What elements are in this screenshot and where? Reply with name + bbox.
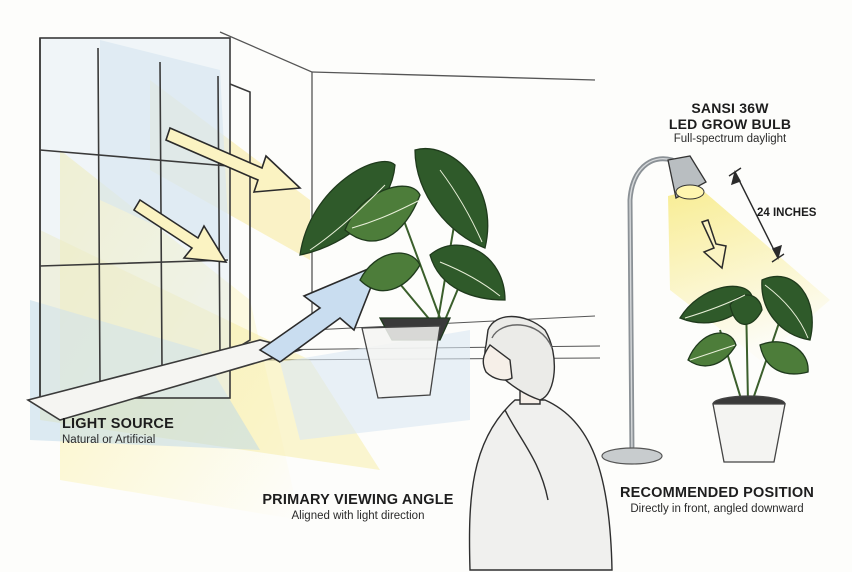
plant-icon [679, 275, 813, 403]
arrow-icon [132, 126, 302, 263]
plant-icon [299, 148, 506, 341]
viewing-angle-title: PRIMARY VIEWING ANGLE [262, 492, 454, 508]
light-source-title: LIGHT SOURCE [62, 416, 174, 432]
viewing-angle-label: PRIMARY VIEWING ANGLE Aligned with light… [258, 492, 458, 524]
window-icon [25, 37, 304, 421]
light-source-subtitle: Natural or Artificial [62, 434, 156, 446]
position-label: RECOMMENDED POSITION Directly in front, … [612, 485, 822, 517]
plant-pot [361, 325, 441, 399]
plant-pot [712, 395, 786, 463]
bulb-title-line1: SANSI 36W [691, 100, 769, 116]
bulb-subtitle: Full-spectrum daylight [673, 133, 787, 145]
bulb-label: SANSI 36W LED GROW BULB Full-spectrum da… [655, 100, 805, 147]
position-title: RECOMMENDED POSITION [619, 485, 815, 501]
distance-label: 24 INCHES [757, 207, 817, 219]
bulb-title-line2: LED GROW BULB [668, 116, 792, 132]
light-source-label: LIGHT SOURCE Natural or Artificial [62, 416, 174, 448]
arrow-icon [700, 219, 727, 270]
viewing-angle-subtitle: Aligned with light direction [291, 510, 425, 522]
person-icon [468, 315, 613, 571]
position-subtitle: Directly in front, angled downward [630, 503, 804, 515]
distance-indicator [728, 167, 785, 263]
